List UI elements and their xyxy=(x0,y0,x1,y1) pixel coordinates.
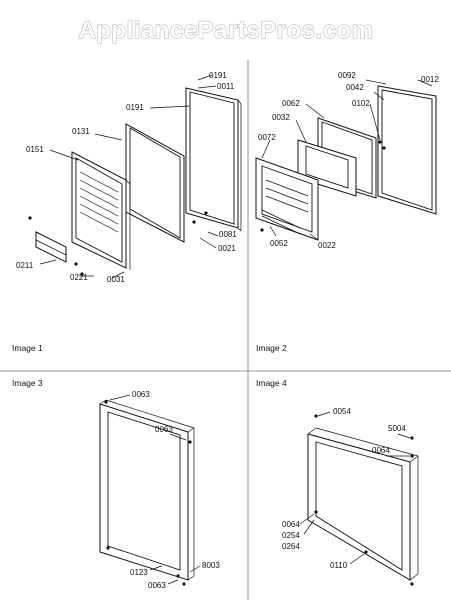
caption-image-2: Image 2 xyxy=(256,343,287,353)
label-0052: 0052 xyxy=(270,239,288,248)
label-0191-top: 0191 xyxy=(209,71,227,80)
label-0064-left: 0064 xyxy=(282,520,300,529)
label-0063-top: 0063 xyxy=(132,390,150,399)
label-0063-right: 0063 xyxy=(155,425,173,434)
label-0021: 0021 xyxy=(218,244,236,253)
label-0191: 0191 xyxy=(126,103,144,112)
label-0072: 0072 xyxy=(258,133,276,142)
image4-drawer-frame: Image 4 0054 5004 0064 0064 0254 0264 01… xyxy=(256,378,419,586)
label-0151: 0151 xyxy=(26,145,44,154)
label-0032: 0032 xyxy=(272,113,290,122)
watermark-text: AppliancePartsPros.com xyxy=(78,17,373,44)
label-0064-right: 0064 xyxy=(372,446,390,455)
label-0254: 0254 xyxy=(282,531,300,540)
label-0012: 0012 xyxy=(421,75,439,84)
label-0110: 0110 xyxy=(330,561,348,570)
label-0102: 0102 xyxy=(352,99,370,108)
part-shelf-0211 xyxy=(35,231,67,263)
caption-image-4: Image 4 xyxy=(256,378,287,388)
label-5004: 5004 xyxy=(388,424,406,433)
image2-exploded-view: 0092 0012 0042 0062 0102 0032 0072 0052 … xyxy=(255,71,439,353)
image3-door-frame: Image 3 0063 0063 0123 8003 0063 xyxy=(12,378,220,590)
part-frame-0063 xyxy=(99,399,195,581)
label-0063-bottom: 0063 xyxy=(148,581,166,590)
label-0054: 0054 xyxy=(333,407,351,416)
label-0211: 0211 xyxy=(16,261,34,270)
label-0011: 0011 xyxy=(217,82,235,91)
caption-image-1: Image 1 xyxy=(12,343,43,353)
label-0221: 0221 xyxy=(70,273,88,282)
image1-exploded-view: 0191 0011 0191 0131 0151 0081 0021 0211 … xyxy=(12,71,242,353)
part-door-panel-0012 xyxy=(377,85,437,215)
part-inner-liner-0151 xyxy=(71,151,131,270)
label-0123: 0123 xyxy=(130,568,148,577)
caption-image-3: Image 3 xyxy=(12,378,43,388)
part-door-panel-0011 xyxy=(185,87,242,232)
part-frame-0054 xyxy=(307,427,419,581)
part-gasket-0131 xyxy=(125,123,185,243)
label-0062: 0062 xyxy=(282,99,300,108)
label-0031: 0031 xyxy=(107,275,125,284)
label-0081: 0081 xyxy=(219,230,237,239)
label-0264: 0264 xyxy=(282,542,300,551)
label-0022: 0022 xyxy=(318,241,336,250)
label-0092: 0092 xyxy=(338,71,356,80)
label-0042: 0042 xyxy=(346,83,364,92)
label-8003: 8003 xyxy=(202,561,220,570)
label-0131: 0131 xyxy=(72,127,90,136)
